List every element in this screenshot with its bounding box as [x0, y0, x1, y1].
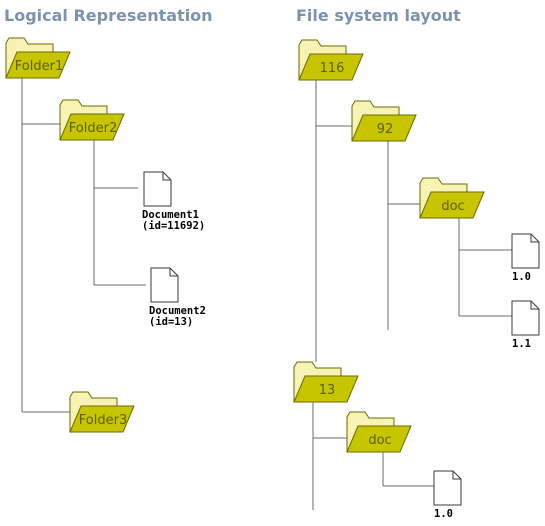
document-page	[143, 171, 172, 207]
folder-front-flap	[293, 375, 359, 403]
document2-document-icon[interactable]: Document2(id=13)	[149, 267, 206, 328]
document2-label: Document2	[149, 305, 206, 317]
fs-doc-13-folder-icon[interactable]: doc	[346, 411, 412, 453]
folder-front-flap	[419, 191, 485, 219]
fs-doc-13-label: doc	[368, 433, 391, 448]
fs-file-92-1-1-document-icon[interactable]: 1.1	[511, 300, 540, 350]
folder2-label: Folder2	[69, 121, 117, 136]
folder1-label: Folder1	[15, 59, 63, 74]
file-system-layout-title: File system layout	[296, 6, 461, 25]
fs-doc-92-folder-icon[interactable]: doc	[419, 177, 485, 219]
document2-sublabel: (id=13)	[149, 316, 193, 328]
fs-13-label: 13	[319, 383, 336, 398]
folder-front-flap	[298, 53, 364, 81]
fs-13-folder-icon[interactable]: 13	[293, 361, 359, 403]
document-fold	[452, 471, 461, 480]
fs-file-92-1-0-document-icon[interactable]: 1.0	[511, 233, 540, 283]
fs-116-folder-icon[interactable]: 116	[298, 39, 364, 81]
folder-front-flap	[5, 51, 71, 79]
folder-front-flap	[346, 425, 412, 453]
fs-file-13-1-0-label: 1.0	[434, 508, 453, 520]
logical-representation-title: Logical Representation	[4, 6, 213, 25]
fs-doc-92-label: doc	[441, 199, 464, 214]
fs-92-folder-icon[interactable]: 92	[351, 100, 417, 142]
folder2-folder-icon[interactable]: Folder2	[59, 99, 125, 141]
document-fold	[530, 234, 539, 243]
document-page	[433, 470, 462, 506]
document-page	[150, 267, 179, 303]
folder3-folder-icon[interactable]: Folder3	[69, 391, 135, 433]
folder-front-flap	[351, 114, 417, 142]
fs-file-92-1-0-label: 1.0	[512, 271, 531, 283]
document1-label: Document1	[142, 209, 199, 221]
folder-front-flap	[69, 405, 135, 433]
fs-file-92-1-1-label: 1.1	[512, 338, 531, 350]
document-fold	[530, 301, 539, 310]
document1-document-icon[interactable]: Document1(id=11692)	[142, 171, 205, 232]
document-fold	[169, 268, 178, 277]
folder3-label: Folder3	[79, 413, 127, 428]
document-page	[511, 300, 540, 336]
folder-front-flap	[59, 113, 125, 141]
fs-file-13-1-0-document-icon[interactable]: 1.0	[433, 470, 462, 520]
fs-92-label: 92	[377, 122, 394, 137]
folder1-folder-icon[interactable]: Folder1	[5, 37, 71, 79]
fs-116-label: 116	[320, 61, 345, 76]
document1-sublabel: (id=11692)	[142, 220, 205, 232]
document-fold	[162, 172, 171, 181]
document-page	[511, 233, 540, 269]
